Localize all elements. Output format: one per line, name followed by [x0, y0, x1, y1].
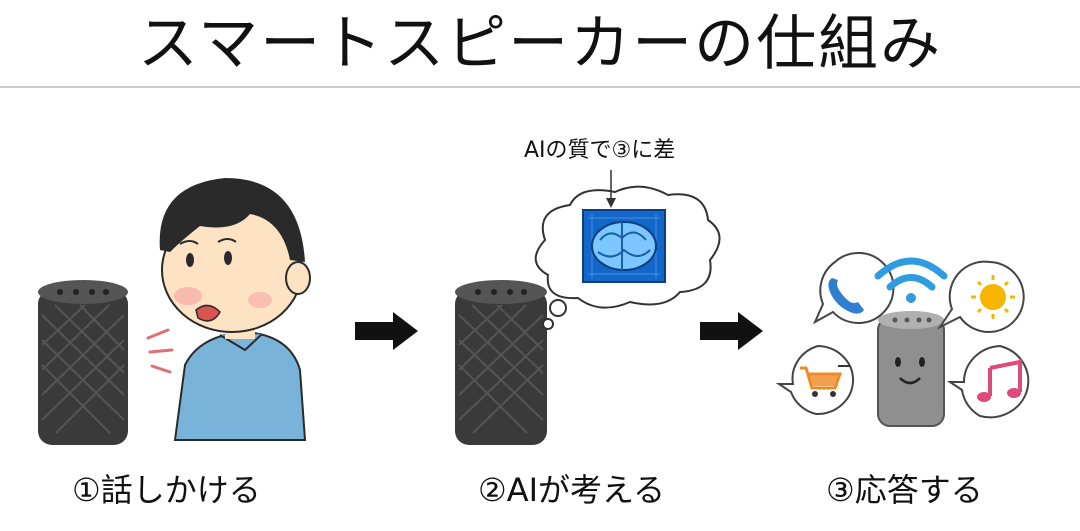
person-speaking: [159, 178, 311, 441]
speaker-1: [38, 280, 128, 445]
speech-marks: [146, 328, 174, 374]
cart-icon: [775, 344, 854, 416]
phone-icon: [812, 252, 895, 325]
note-pointer: [606, 170, 616, 208]
wifi-icon: [874, 257, 948, 303]
music-icon: [946, 344, 1030, 419]
step-1-label: ①話しかける: [72, 471, 261, 509]
arrow-right-icon-1: [355, 312, 418, 350]
ai-quality-note: AIの質で③に差: [524, 138, 676, 163]
page-title: スマートスピーカーの仕組み: [137, 9, 943, 79]
title-divider: [0, 86, 1080, 88]
ai-brain-icon: [582, 209, 666, 283]
step-2-label: ②AIが考える: [478, 471, 666, 509]
step-3-label: ③応答する: [826, 471, 983, 509]
arrow-right-icon-2: [700, 312, 763, 350]
speaker-3-smiling: [877, 311, 945, 427]
speaker-2: [455, 280, 547, 445]
sun-icon: [937, 260, 1025, 333]
